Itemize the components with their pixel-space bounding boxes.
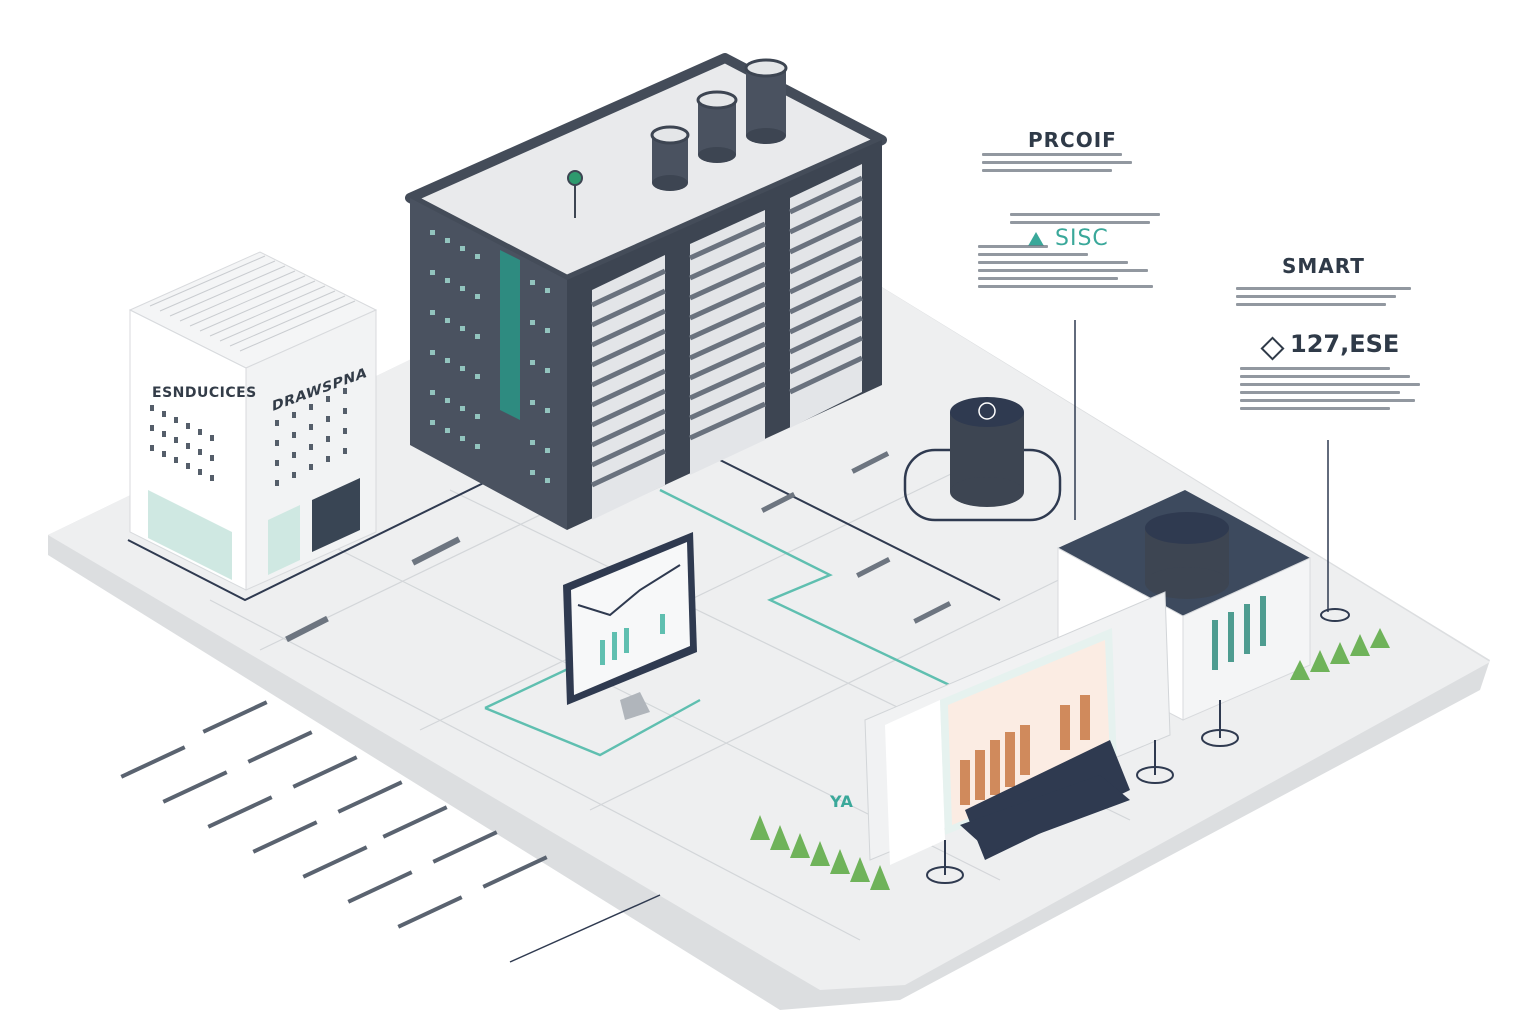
storage-cylinder <box>903 397 1062 522</box>
office-building-left <box>128 251 378 591</box>
large-display-screen <box>864 591 1171 865</box>
desktop-monitor <box>563 532 697 720</box>
marker-pins <box>926 608 1350 884</box>
data-center-building <box>405 53 887 530</box>
clock-icon <box>978 402 996 420</box>
smart-title: SMART <box>1282 254 1365 278</box>
smart-value: 127,ESE <box>1290 330 1400 358</box>
building-left-label: ESNDUCICES <box>152 385 257 401</box>
floor-micro-labels <box>285 451 952 643</box>
sisc-label: SISC <box>1055 226 1109 251</box>
teal-connection <box>659 488 961 692</box>
display-sign-label: YA <box>830 792 854 811</box>
teal-triangle-icon <box>1028 232 1044 246</box>
navy-connection-2 <box>699 449 1001 601</box>
trees-left <box>750 815 890 890</box>
smart-value-description <box>1240 362 1430 415</box>
map-pin-icon <box>567 170 583 218</box>
teal-connection-2 <box>484 698 701 757</box>
trees-right <box>1290 628 1390 680</box>
proc-description-2 <box>1010 208 1170 229</box>
keyboard <box>960 775 1130 852</box>
rooftop-cylinders <box>650 58 788 191</box>
navy-connection <box>127 469 511 602</box>
proc-title: PRCOIF <box>1028 128 1117 152</box>
sisc-description <box>978 240 1168 293</box>
proc-description <box>982 148 1142 177</box>
floor-top <box>48 200 1490 990</box>
smart-description <box>1236 282 1426 311</box>
legend-list <box>120 700 548 929</box>
callout-pointers <box>509 320 1329 963</box>
